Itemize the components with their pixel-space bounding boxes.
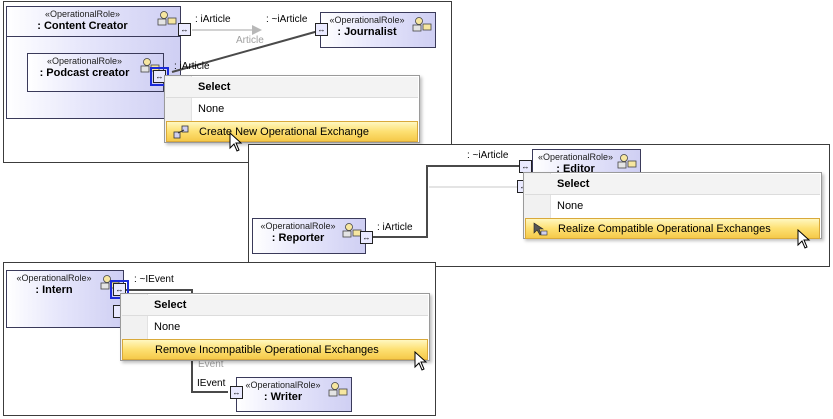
menu-item-realize-exchanges[interactable]: Realize Compatible Operational Exchanges bbox=[525, 218, 820, 239]
label-iarticle: : iArticle bbox=[377, 222, 413, 233]
menu-item-label: Remove Incompatible Operational Exchange… bbox=[155, 344, 379, 356]
role-icon bbox=[617, 154, 637, 169]
port-reporter[interactable]: ↔ bbox=[360, 231, 373, 244]
label-tilde-ievent: : ~IEvent bbox=[134, 274, 174, 285]
compartment-divider bbox=[7, 36, 180, 37]
stereotype-label: «OperationalRole» bbox=[260, 221, 336, 231]
menu-header: Select bbox=[525, 174, 820, 195]
stereotype-label: «OperationalRole» bbox=[16, 273, 92, 283]
context-menu-1: Select None Create New Operational Excha… bbox=[164, 75, 420, 143]
role-icon bbox=[140, 58, 160, 73]
menu-item-none[interactable]: None bbox=[557, 200, 584, 212]
label-article: Article bbox=[236, 35, 264, 46]
role-name: : Intern bbox=[35, 284, 73, 296]
port-content-creator[interactable]: ↔ bbox=[178, 23, 191, 36]
menu-item-none[interactable]: None bbox=[198, 103, 225, 115]
role-icon bbox=[157, 11, 177, 26]
port-editor[interactable]: ↔ bbox=[519, 160, 532, 173]
port-intern-selected[interactable]: ↔ bbox=[110, 280, 129, 299]
menu-header: Select bbox=[122, 295, 428, 316]
label-iarticle-lower: : iArticle bbox=[174, 61, 210, 72]
mouse-cursor-icon bbox=[797, 229, 811, 249]
stereotype-label: «OperationalRole» bbox=[44, 9, 121, 19]
label-tilde-iarticle: : ~iArticle bbox=[266, 14, 308, 25]
exchange-line-new[interactable] bbox=[171, 29, 323, 73]
context-menu-3: Select None Remove Incompatible Operatio… bbox=[120, 293, 430, 361]
stereotype-label: «OperationalRole» bbox=[537, 152, 614, 162]
menu-item-label: Create New Operational Exchange bbox=[199, 126, 369, 138]
menu-item-label: Realize Compatible Operational Exchanges bbox=[558, 223, 771, 235]
mouse-cursor-icon bbox=[229, 132, 243, 152]
label-tilde-iarticle: : ~iArticle bbox=[467, 150, 509, 161]
role-icon bbox=[412, 17, 432, 32]
realize-exchange-icon bbox=[533, 222, 548, 236]
menu-item-none[interactable]: None bbox=[154, 321, 181, 333]
role-intern[interactable]: «OperationalRole» : Intern bbox=[6, 270, 124, 328]
label-ievent: IEvent bbox=[197, 378, 226, 389]
role-podcast-creator[interactable]: «OperationalRole» : Podcast creator bbox=[27, 53, 164, 92]
stereotype-label: «OperationalRole» bbox=[46, 56, 123, 66]
exchange-arrowhead bbox=[252, 25, 262, 35]
role-writer[interactable]: «OperationalRole» : Writer bbox=[236, 377, 352, 412]
context-menu-2: Select None Realize Compatible Operation… bbox=[523, 172, 822, 239]
connector-layer bbox=[373, 165, 520, 238]
label-event: Event bbox=[198, 359, 224, 370]
label-iarticle: : iArticle bbox=[195, 14, 231, 25]
role-name: : Reporter bbox=[271, 232, 325, 244]
create-exchange-icon bbox=[173, 125, 189, 139]
menu-item-create-exchange[interactable]: Create New Operational Exchange bbox=[166, 121, 418, 142]
stereotype-label: «OperationalRole» bbox=[329, 15, 405, 25]
menu-item-remove-exchanges[interactable]: Remove Incompatible Operational Exchange… bbox=[122, 339, 428, 360]
exchange-line-realize[interactable] bbox=[373, 165, 520, 238]
role-icon bbox=[328, 382, 348, 397]
role-journalist[interactable]: «OperationalRole» : Journalist bbox=[320, 12, 436, 48]
stereotype-label: «OperationalRole» bbox=[245, 380, 321, 390]
role-name: : Podcast creator bbox=[39, 67, 130, 79]
role-name: : Journalist bbox=[337, 26, 397, 38]
port-journalist[interactable]: ↔ bbox=[315, 23, 328, 36]
role-name: : Content Creator bbox=[37, 20, 128, 32]
role-reporter[interactable]: «OperationalRole» : Reporter bbox=[252, 218, 366, 254]
port-writer[interactable]: ↔ bbox=[230, 386, 243, 399]
menu-header: Select bbox=[166, 77, 418, 98]
mouse-cursor-icon bbox=[414, 351, 428, 371]
role-name: : Writer bbox=[263, 391, 303, 403]
connector-layer bbox=[171, 25, 323, 73]
